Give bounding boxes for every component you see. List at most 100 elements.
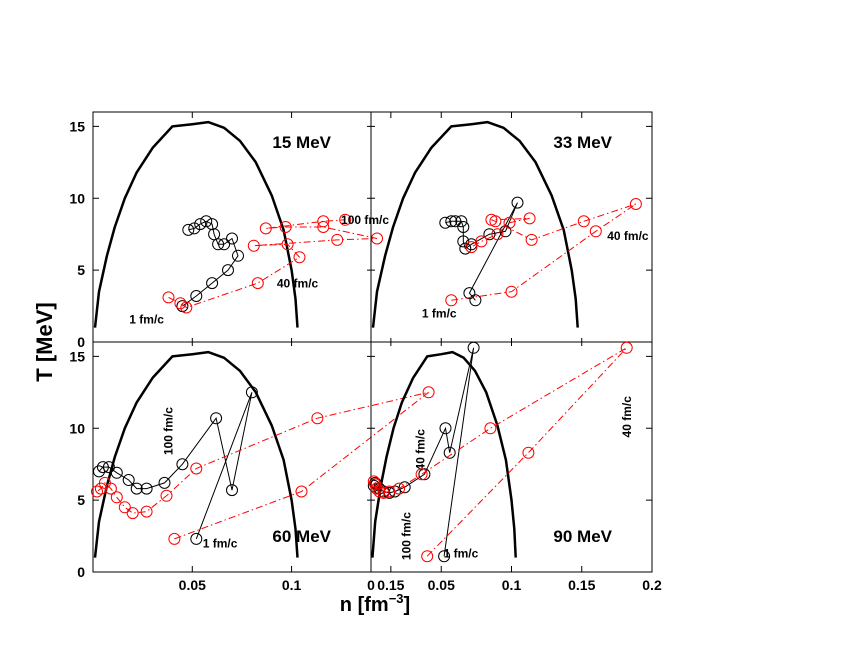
- series-red-point: [247, 239, 260, 252]
- series-black-point: [438, 550, 451, 563]
- series-black-point: [206, 218, 219, 231]
- series-black-point: [212, 238, 225, 251]
- series-red-point: [415, 468, 428, 481]
- coexistence-curve: [93, 350, 299, 558]
- series-red-point: [279, 221, 292, 233]
- series-black-point: [158, 476, 171, 489]
- series-black-point: [188, 222, 201, 235]
- series-red-point: [126, 507, 139, 520]
- series-black-point: [218, 238, 231, 251]
- annotation-label: 40 fm/c: [277, 276, 319, 290]
- y-axis-title: T [MeV]: [32, 302, 57, 381]
- series-black-point: [190, 290, 203, 302]
- series-red-point: [180, 301, 193, 314]
- series-black-point: [457, 235, 470, 248]
- panel-label: 90 MeV: [553, 527, 612, 546]
- series-black-point: [511, 196, 524, 209]
- series-red-point: [94, 482, 107, 495]
- series-black-point: [200, 215, 213, 228]
- series-black-point: [182, 223, 195, 236]
- series-black-point: [439, 216, 452, 229]
- series-black-point: [463, 287, 476, 300]
- annotation-label: 40 fm/c: [607, 229, 649, 243]
- annotation-label: 1 fm/c: [203, 537, 238, 551]
- series-black-point: [245, 386, 258, 399]
- series-black-point: [176, 458, 189, 471]
- series-black-point: [467, 341, 480, 354]
- series-red-point: [620, 341, 633, 354]
- panel-2: 33 MeV 40 fm/c 1 fm/c: [370, 111, 653, 343]
- series-black-point: [232, 249, 244, 262]
- series-red-point: [577, 215, 590, 228]
- series-black-point: [418, 468, 431, 481]
- series-red-point: [140, 505, 153, 518]
- series-red-point: [251, 277, 264, 290]
- x-tick-label: 0.15: [377, 577, 404, 593]
- y-tick-label: 10: [69, 190, 85, 206]
- y-tick-label: 5: [77, 492, 85, 508]
- x-axis-title-main: n [fm: [340, 594, 389, 616]
- series-black-point: [96, 461, 109, 474]
- series-red-point: [339, 213, 352, 226]
- series-red-point: [168, 532, 181, 545]
- series-black-point: [122, 474, 135, 486]
- series-black-point: [469, 294, 482, 307]
- series-red-point: [110, 491, 123, 504]
- series-black-point: [210, 412, 223, 425]
- panel-label: 60 MeV: [272, 527, 331, 546]
- series-black-point: [439, 422, 452, 435]
- series-red-point: [281, 238, 294, 251]
- series-red-line: [96, 391, 429, 540]
- panel-4: 90 MeV 100 fm/c 40 fm/c 1 fm/c: [367, 341, 653, 573]
- x-tick-label: 0: [367, 577, 375, 593]
- x-axis-title-end: ]: [404, 594, 411, 616]
- annotation-label: 1 fm/c: [422, 307, 457, 321]
- x-tick-label: 0.05: [179, 577, 206, 593]
- series-red-point: [293, 251, 306, 264]
- annotation-label: 100 fm/c: [399, 512, 413, 560]
- panel-3: 60 MeV 100 fm/c 40 fm/c 1 fm/c: [91, 341, 435, 573]
- x-tick-label: 0.1: [502, 577, 522, 593]
- y-tick-label: 0: [77, 564, 85, 580]
- series-red-point: [317, 221, 330, 233]
- series-black-point: [102, 461, 115, 474]
- coexistence-curve: [371, 350, 517, 558]
- series-red-point: [383, 485, 396, 498]
- annotation-label: 1 fm/c: [444, 547, 479, 561]
- series-black-point: [140, 482, 153, 495]
- series-red-point: [484, 422, 497, 435]
- y-tick-label: 5: [77, 262, 85, 278]
- series-black-line: [445, 202, 518, 301]
- y-tick-label: 0: [77, 334, 85, 350]
- series-red-point: [525, 233, 538, 246]
- series-red-point: [629, 198, 642, 210]
- series-red-point: [160, 489, 173, 502]
- series-red-point: [421, 550, 434, 563]
- x-axis-title-exponent: −3: [389, 591, 404, 606]
- series-red-line: [168, 219, 378, 309]
- series-black-point: [190, 532, 203, 545]
- series-black-point: [449, 215, 462, 228]
- series-black-point: [459, 242, 472, 255]
- y-tick-label: 15: [69, 348, 85, 364]
- coexistence-curve: [371, 120, 579, 328]
- series-red-point: [445, 294, 458, 307]
- series-black-point: [93, 465, 105, 478]
- panel-label: 33 MeV: [553, 133, 612, 152]
- series-red-point: [485, 213, 498, 226]
- annotation-label: 40 fm/c: [414, 429, 428, 471]
- series-red-point: [522, 446, 535, 459]
- series-red-point: [118, 501, 131, 514]
- series-black-point: [194, 218, 207, 231]
- panel-label: 15 MeV: [272, 133, 331, 152]
- series-red-point: [465, 241, 478, 254]
- series-red-point: [367, 475, 380, 488]
- annotation-label: 40 fm/c: [620, 396, 634, 438]
- series-red-point: [295, 485, 308, 498]
- series-red-point: [331, 233, 344, 246]
- annotation-label: 1 fm/c: [129, 312, 164, 326]
- series-black-line: [98, 392, 253, 540]
